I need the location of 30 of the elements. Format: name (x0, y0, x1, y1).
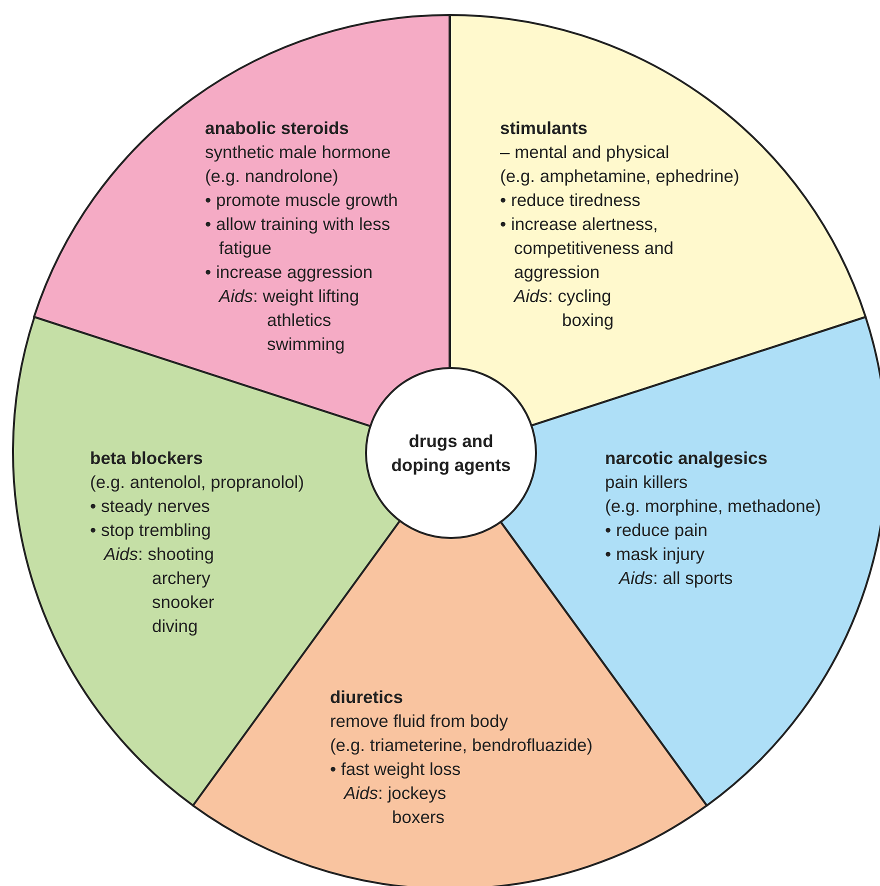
bullet-item: • increase alertness, competitiveness and aggression (500, 213, 675, 284)
category-heading: narcotic analgesics (605, 446, 768, 470)
category-heading: beta blockers (90, 446, 204, 470)
description-text: (e.g. nandrolone) (204, 165, 340, 188)
category-heading: anabolic steroids (204, 117, 350, 140)
description-text: (e.g. antenolol, propranolol) (90, 470, 304, 494)
sports-list: Aids: jockeys boxers (344, 781, 462, 829)
sports-list: Aids: cycling boxing (514, 284, 632, 332)
sports-list: Aids: shooting archery snooker diving (104, 542, 232, 638)
sports-list: Aids: all sports (619, 566, 867, 590)
category-heading: stimulants (500, 117, 589, 140)
sports-list: Aids: weight lifting athletics swimming (218, 284, 377, 356)
bullet-item: • reduce pain (605, 518, 708, 542)
description-text: (e.g. morphine, methadone) (605, 494, 822, 518)
category-heading: diuretics (330, 686, 404, 709)
bullet-item: • mask injury (605, 542, 706, 566)
description-text: (e.g. amphetamine, ephedrine) (500, 165, 740, 188)
bullet-item: • allow training with less fatigue (204, 213, 392, 260)
bullet-item: • steady nerves (90, 494, 211, 518)
bullet-item: • reduce tiredness (500, 189, 642, 212)
bullet-item: • fast weight loss (330, 758, 462, 781)
bullet-item: • promote muscle growth (204, 189, 399, 212)
bullet-item: • stop trembling (90, 518, 212, 542)
description-text: remove fluid from body (330, 710, 509, 733)
description-text: (e.g. triameterine, bendrofluazide) (330, 734, 593, 757)
description-text: synthetic male hormone (204, 141, 392, 164)
description-text: – mental and physical (500, 141, 670, 164)
description-text: pain killers (605, 470, 689, 494)
bullet-item: • increase aggression (204, 261, 374, 284)
hub-label: drugs and doping agents (391, 430, 511, 477)
